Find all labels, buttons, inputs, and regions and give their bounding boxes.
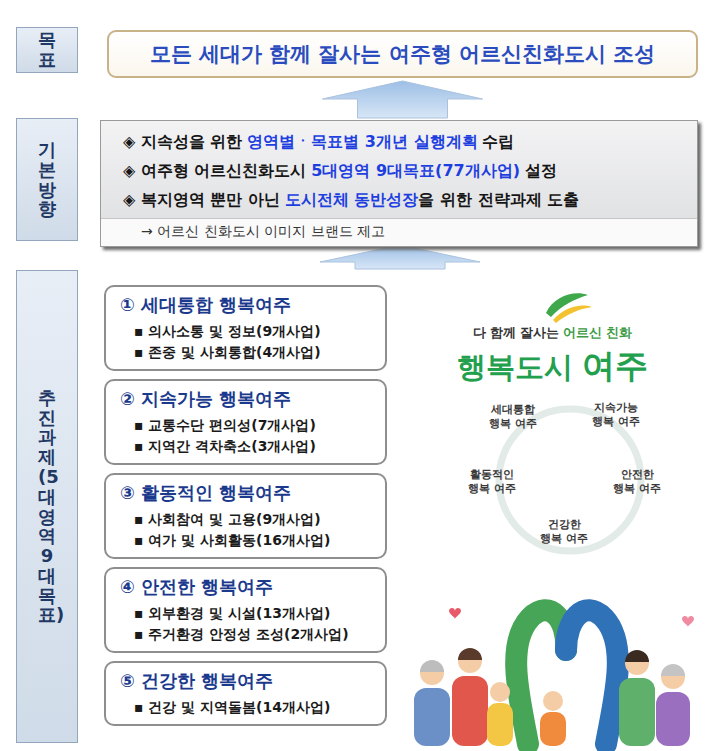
highlight-text: 영역별ㆍ목표별 3개년 실행계획 [247, 132, 477, 151]
logo-leaf-yellow [553, 306, 592, 323]
circle-text: 안전한 행복 여주 [611, 468, 663, 497]
task-title: ① 세대통합 행복여주 [120, 294, 373, 318]
task-item: ▪ 사회참여 및 고용(9개사업) [120, 509, 373, 530]
direction-text: 설정 [525, 161, 557, 180]
person-hair [661, 664, 685, 676]
task-title: ⑤ 건강한 행복여주 [120, 670, 373, 694]
person-hair [458, 648, 482, 660]
task-item: ▪ 존중 및 사회통합(4개사업) [120, 342, 373, 363]
task-content: ① 세대통합 행복여주 ▪ 의사소통 및 정보(9개사업)▪ 존중 및 사회통합(… [120, 294, 373, 363]
brand-note: → 어르신 친화도시 이미지 브랜드 제고 [101, 218, 697, 246]
circle-text: 지속가능 행복 여주 [590, 401, 642, 430]
circle-text: 건강한 행복 여주 [538, 518, 590, 547]
task-box: ③ 활동적인 행복여주 ▪ 사회참여 및 고용(9개사업)▪ 여가 및 사회활동(… [104, 473, 387, 559]
direction-text: ◈ 지속성을 위한 [123, 132, 242, 151]
task-item: ▪ 지역간 격차축소(3개사업) [120, 436, 373, 457]
brand-heading: 행복도시 여주 [405, 346, 700, 386]
person-body [540, 712, 566, 746]
person-head [543, 691, 563, 711]
task-title: ② 지속가능 행복여주 [120, 388, 373, 412]
section-label: 추진과제(5대영역9대목표) [16, 270, 78, 743]
heart-arm-blue [566, 610, 618, 744]
brand-title: 행복도시 [457, 350, 573, 385]
person-hair [420, 660, 444, 672]
direction-text: ◈ 복지영역 뿐만 아닌 [123, 190, 280, 209]
task-title: ③ 활동적인 행복여주 [120, 482, 373, 506]
section-label-text: 기본방향 [38, 140, 56, 219]
task-box: ② 지속가능 행복여주 ▪ 교통수단 편의성(7개사업)▪ 지역간 격차축소(3개… [104, 379, 387, 465]
section-label: 기본방향 [16, 118, 78, 241]
direction-line: ◈ 여주형 어르신친화도시 5대영역 9대목표(77개사업) 설정 [101, 156, 697, 185]
small-heart [682, 616, 694, 627]
person-body [656, 692, 690, 746]
area-circle: 활동적인 행복 여주 [466, 468, 530, 532]
task-item: ▪ 의사소통 및 정보(9개사업) [120, 321, 373, 342]
task-content: ④ 안전한 행복여주 ▪ 외부환경 및 시설(13개사업)▪ 주거환경 안정성 조… [120, 576, 373, 645]
person-body [487, 703, 513, 746]
brand-heading: 다 함께 잘사는어르신 친화 [405, 325, 700, 340]
goal-text: 모든 세대가 함께 잘사는 여주형 어르신친화도시 조성 [150, 40, 656, 68]
tagline-highlight: 어르신 친화 [563, 325, 632, 340]
small-heart [449, 608, 461, 619]
person-body [452, 676, 488, 746]
area-circle: 세대통합 행복 여주 [487, 403, 551, 467]
task-item: ▪ 교통수단 편의성(7개사업) [120, 415, 373, 436]
section-label: 목표 [16, 27, 78, 73]
direction-text: 수립 [482, 132, 514, 151]
person-head [625, 651, 649, 675]
task-content: ② 지속가능 행복여주 ▪ 교통수단 편의성(7개사업)▪ 지역간 격차축소(3개… [120, 388, 373, 457]
circle-text: 세대통합 행복 여주 [487, 403, 539, 432]
person-body [619, 678, 655, 746]
task-item: ▪ 외부환경 및 시설(13개사업) [120, 603, 373, 624]
person-head [490, 682, 510, 702]
task-item: ▪ 여가 및 사회활동(16개사업) [120, 530, 373, 551]
panel-content: ◈ 지속성을 위한 영역별ㆍ목표별 3개년 실행계획 수립 ◈ 여주형 어르신친화도시… [101, 121, 697, 246]
person-hair [625, 650, 649, 662]
person-head [458, 649, 482, 673]
area-circle: 안전한 행복 여주 [611, 468, 675, 532]
direction-panel: ◈ 지속성을 위한 영역별ㆍ목표별 3개년 실행계획 수립 ◈ 여주형 어르신친화도시… [100, 120, 698, 247]
task-content: ⑤ 건강한 행복여주 ▪ 건강 및 지역돌봄(14개사업) [120, 670, 373, 718]
person-head [420, 661, 444, 685]
task-title: ④ 안전한 행복여주 [120, 576, 373, 600]
ring-link [499, 409, 641, 551]
direction-text: ◈ 여주형 어르신친화도시 [123, 161, 306, 180]
area-circle: 건강한 행복 여주 [538, 518, 602, 582]
section-label-text: 추진과제(5대영역9대목표) [38, 388, 56, 626]
task-box: ⑤ 건강한 행복여주 ▪ 건강 및 지역돌봄(14개사업) [104, 661, 387, 726]
area-circle: 지속가능 행복 여주 [590, 401, 654, 465]
task-box: ① 세대통합 행복여주 ▪ 의사소통 및 정보(9개사업)▪ 존중 및 사회통합(… [104, 285, 387, 371]
flow-arrow [323, 81, 483, 118]
direction-text: 을 위한 전략과제 도출 [418, 190, 579, 209]
circle-text: 활동적인 행복 여주 [466, 468, 518, 497]
direction-line: ◈ 복지영역 뿐만 아닌 도시전체 동반성장을 위한 전략과제 도출 [101, 185, 697, 214]
task-content: ③ 활동적인 행복여주 ▪ 사회참여 및 고용(9개사업)▪ 여가 및 사회활동(… [120, 482, 373, 551]
up-arrow-decoration [320, 245, 480, 269]
brand-title-large: 여주 [582, 346, 648, 386]
highlight-text: 5대영역 9대목표(77개사업) [311, 161, 520, 180]
person-head [661, 665, 685, 689]
tagline-text: 다 함께 잘사는 [473, 325, 560, 340]
goal-box: 모든 세대가 함께 잘사는 여주형 어르신친화도시 조성 [107, 30, 698, 78]
person-body [414, 688, 450, 746]
task-item: ▪ 건강 및 지역돌봄(14개사업) [120, 697, 373, 718]
section-label-text: 목표 [38, 30, 56, 70]
highlight-text: 도시전체 동반성장 [285, 190, 419, 209]
task-item: ▪ 주거환경 안정성 조성(2개사업) [120, 624, 373, 645]
direction-line: ◈ 지속성을 위한 영역별ㆍ목표별 3개년 실행계획 수립 [101, 127, 697, 156]
task-box: ④ 안전한 행복여주 ▪ 외부환경 및 시설(13개사업)▪ 주거환경 안정성 조… [104, 567, 387, 653]
